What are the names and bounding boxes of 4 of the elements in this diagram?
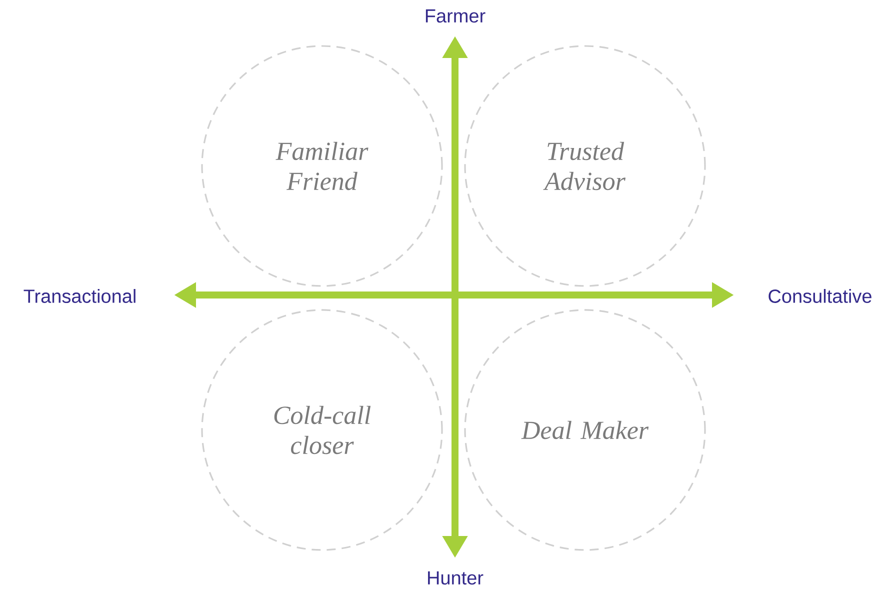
axis-label: Hunter — [428, 571, 484, 585]
axis-label: Farmer — [426, 9, 486, 23]
axis-label: Consultative — [768, 289, 872, 303]
axis-label: Transactional — [24, 289, 136, 303]
